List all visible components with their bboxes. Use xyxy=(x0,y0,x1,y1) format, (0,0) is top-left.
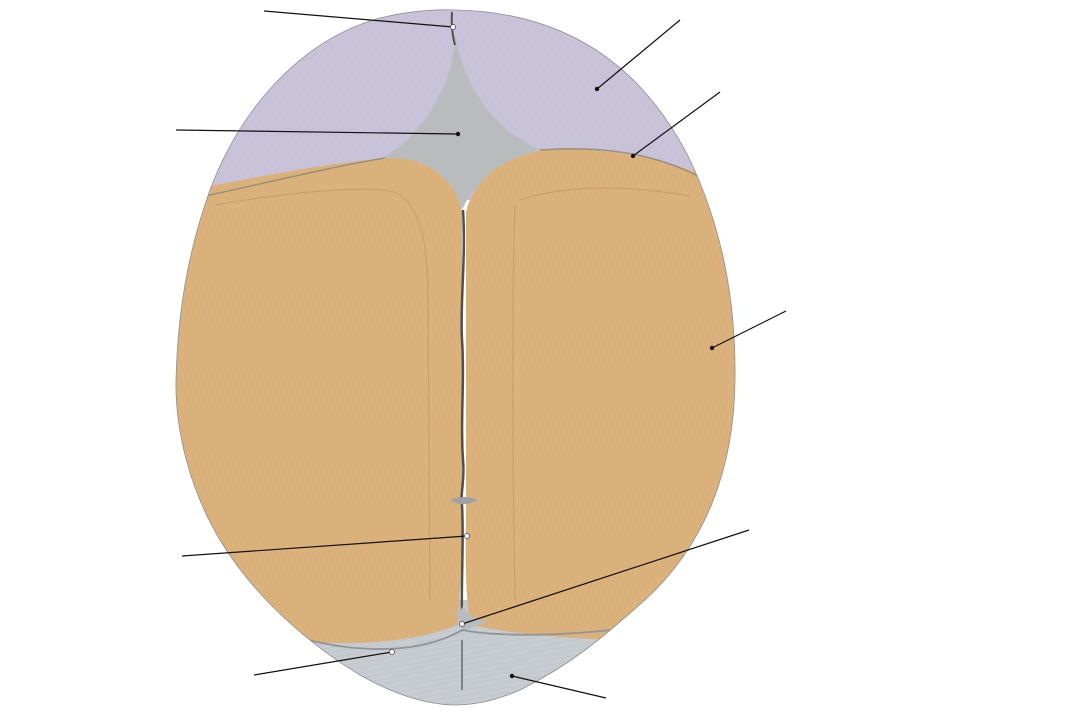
dot-lambdoid-suture xyxy=(389,649,395,655)
leader-occipital-bone xyxy=(511,675,607,699)
parietal-eminence-outline-left xyxy=(214,188,431,601)
leader-lambdoid-suture xyxy=(253,651,393,676)
coronal-suture-right xyxy=(539,148,699,177)
dot-sagittal-top xyxy=(450,24,456,30)
parietal-bone-left-texture xyxy=(175,158,462,644)
leader-parietal-foramen xyxy=(181,535,468,557)
leader-sagittal-top xyxy=(263,10,454,28)
skull-bones xyxy=(175,9,736,706)
leader-coronal-suture xyxy=(632,91,721,157)
leader-posterior-fontanelle xyxy=(461,529,750,625)
dot-parietal-bone xyxy=(709,345,715,351)
dot-coronal-suture xyxy=(630,153,636,159)
parietal-bone-right-texture xyxy=(465,148,736,640)
dot-frontal-bone xyxy=(594,86,600,92)
dot-posterior-fontanelle xyxy=(459,621,465,627)
skull-outline xyxy=(175,9,736,706)
leader-parietal-bone xyxy=(711,310,787,349)
dot-parietal-foramen xyxy=(464,533,470,539)
dot-anterior-fontanelle xyxy=(455,131,461,137)
sagittal-suture xyxy=(460,209,466,621)
metopic-suture xyxy=(450,11,456,46)
coronal-suture-left xyxy=(204,157,386,197)
parietal-eminence-outline-right xyxy=(512,187,691,601)
dot-occipital-bone xyxy=(509,673,515,679)
leader-frontal-bone xyxy=(596,19,681,90)
lambdoid-suture xyxy=(289,624,651,650)
parietal-gap xyxy=(450,497,478,505)
leader-lines xyxy=(175,10,787,699)
leader-anterior-fontanelle xyxy=(175,129,459,135)
leader-dots xyxy=(389,24,715,679)
